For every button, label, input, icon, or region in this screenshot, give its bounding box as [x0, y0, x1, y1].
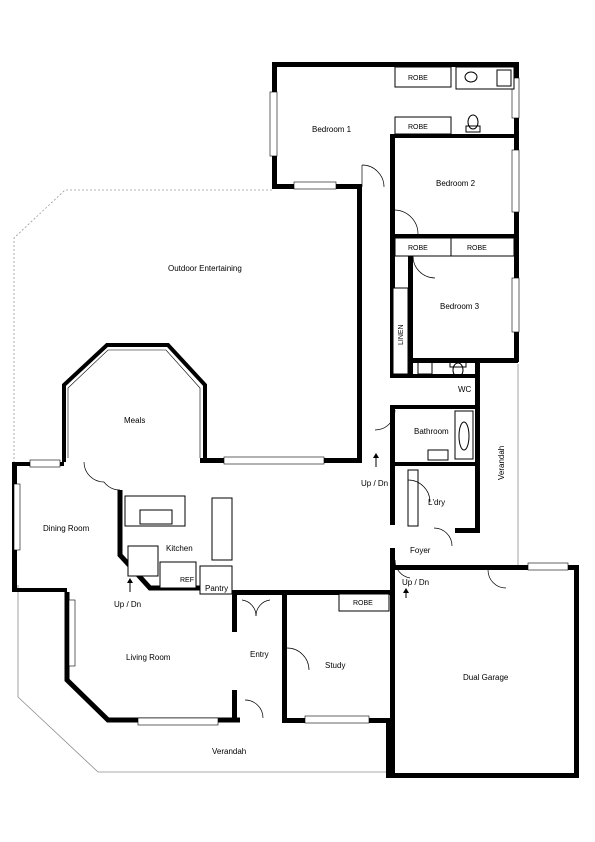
ref-label: REF: [180, 577, 194, 584]
stairs-foyer-label: Up / Dn: [402, 578, 429, 587]
linen-label: LINEN: [398, 324, 405, 345]
foyer-label: Foyer: [410, 546, 431, 555]
side-verandah-label: Verandah: [497, 446, 506, 480]
laundry-label: L'dry: [428, 498, 445, 507]
entry-label: Entry: [250, 650, 269, 659]
outdoor-entertaining-label: Outdoor Entertaining: [168, 264, 242, 273]
dual-garage-label: Dual Garage: [463, 673, 509, 682]
front-verandah-outline: [17, 585, 392, 773]
meals-label: Meals: [124, 416, 145, 425]
wc-label: WC: [458, 385, 472, 394]
meals-bay: [62, 343, 207, 462]
robe-b3-right: [450, 237, 515, 257]
bedroom-2-label: Bedroom 2: [436, 179, 476, 188]
study-label: Study: [325, 661, 345, 670]
robe-study-label: ROBE: [353, 600, 373, 607]
robe-b1-top: [394, 66, 452, 88]
bedroom-1-label: Bedroom 1: [312, 125, 352, 134]
stairs-living-label: Up / Dn: [114, 600, 141, 609]
stairs-hall-label: Up / Dn: [361, 479, 388, 488]
robe-b1-mid-label: ROBE: [408, 124, 428, 131]
kitchen-label: Kitchen: [166, 544, 193, 553]
bathroom-label: Bathroom: [414, 427, 449, 436]
dining-room-label: Dining Room: [43, 524, 90, 533]
robe-study: [338, 593, 390, 612]
robe-b1-mid: [394, 116, 452, 135]
pantry-label: Pantry: [205, 584, 228, 593]
living-room-label: Living Room: [126, 653, 171, 662]
robe-b3-right-label: ROBE: [467, 245, 487, 252]
front-verandah-label: Verandah: [212, 747, 246, 756]
bedroom-3-label: Bedroom 3: [440, 302, 480, 311]
linen-cupboard: [392, 287, 409, 375]
outdoor-entertaining-outline: [13, 189, 272, 462]
robe-b3-left-label: ROBE: [408, 245, 428, 252]
robe-b1-top-label: ROBE: [408, 75, 428, 82]
